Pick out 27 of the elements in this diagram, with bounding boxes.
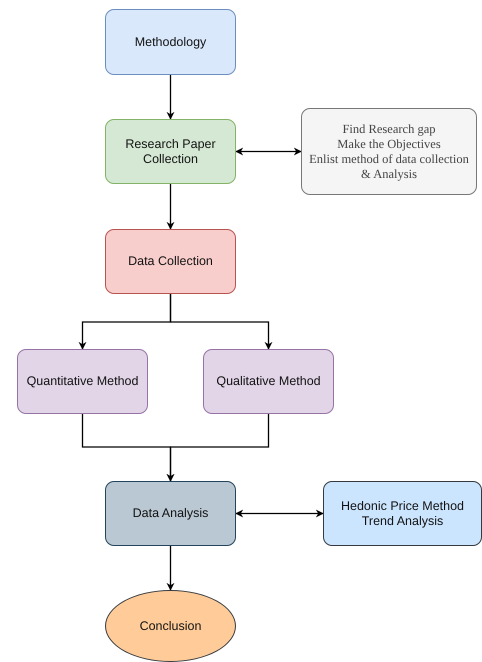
arrow [235, 510, 324, 518]
process-box [105, 9, 236, 75]
process-box [105, 119, 236, 184]
process-box [17, 349, 148, 414]
node-text: Methodology [134, 34, 206, 50]
node-text: Qualitative Method [216, 374, 321, 389]
arrow [166, 184, 174, 230]
process-box [105, 229, 236, 294]
arrow [166, 414, 270, 482]
node-text: Research Paper Collection [124, 136, 217, 166]
process-box [105, 481, 236, 546]
node-text: Enlist method of data collection & Analysis [308, 152, 470, 182]
arrow [166, 75, 174, 120]
node-text: Hedonic Price Method [341, 498, 464, 514]
node-text: Make the Objectives [337, 136, 441, 152]
node-text: Find Research gap [342, 122, 436, 136]
arrow [170, 294, 272, 350]
node-text: Trend Analysis [362, 514, 444, 528]
note-box [323, 481, 482, 546]
arrow [235, 148, 302, 156]
process-box [203, 349, 334, 414]
node-text: Conclusion [140, 618, 202, 634]
node-text: Data Collection [128, 254, 213, 269]
arrow [166, 546, 174, 591]
node-text: Data Analysis [132, 506, 208, 521]
note-box [301, 108, 477, 195]
node-text: Quantitative Method [26, 374, 138, 389]
